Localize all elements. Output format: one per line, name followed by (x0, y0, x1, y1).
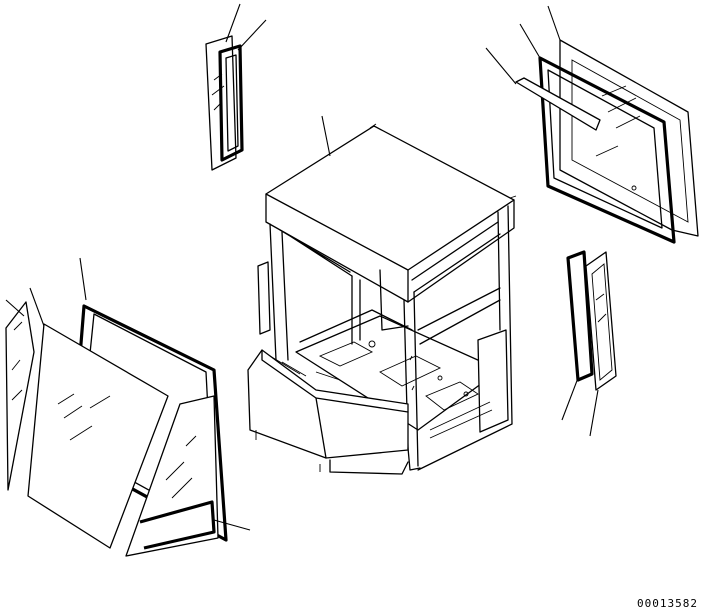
top-right-door-window-seal (538, 56, 676, 244)
leader-line (547, 5, 561, 41)
right-narrow-window-glass (585, 251, 617, 391)
leader-line (225, 3, 241, 43)
top-left-small-window (205, 3, 267, 171)
reference-code: 00013582 (637, 597, 698, 610)
leader-line (485, 47, 517, 85)
right-narrow-window-seal (566, 250, 594, 382)
leader-line (561, 377, 579, 421)
leader-line (589, 389, 599, 437)
leader-line (321, 115, 331, 157)
top-right-door-window-glass (559, 39, 699, 237)
leader-line (519, 23, 541, 59)
right-narrow-window (561, 250, 617, 437)
front-outer-pane (5, 301, 35, 491)
leader-line (5, 299, 25, 317)
leader-line (237, 19, 267, 51)
top-right-door-window (485, 5, 699, 244)
leader-line (213, 519, 251, 531)
leader-line (29, 287, 45, 327)
cab-body (247, 115, 517, 475)
front-windshield-glass (27, 323, 169, 549)
front-windshield-group (5, 257, 251, 557)
leader-line (79, 257, 87, 301)
front-lower-corner-glass (125, 395, 219, 557)
top-right-trim-strip (515, 77, 601, 131)
top-left-small-window-seal (218, 44, 244, 162)
